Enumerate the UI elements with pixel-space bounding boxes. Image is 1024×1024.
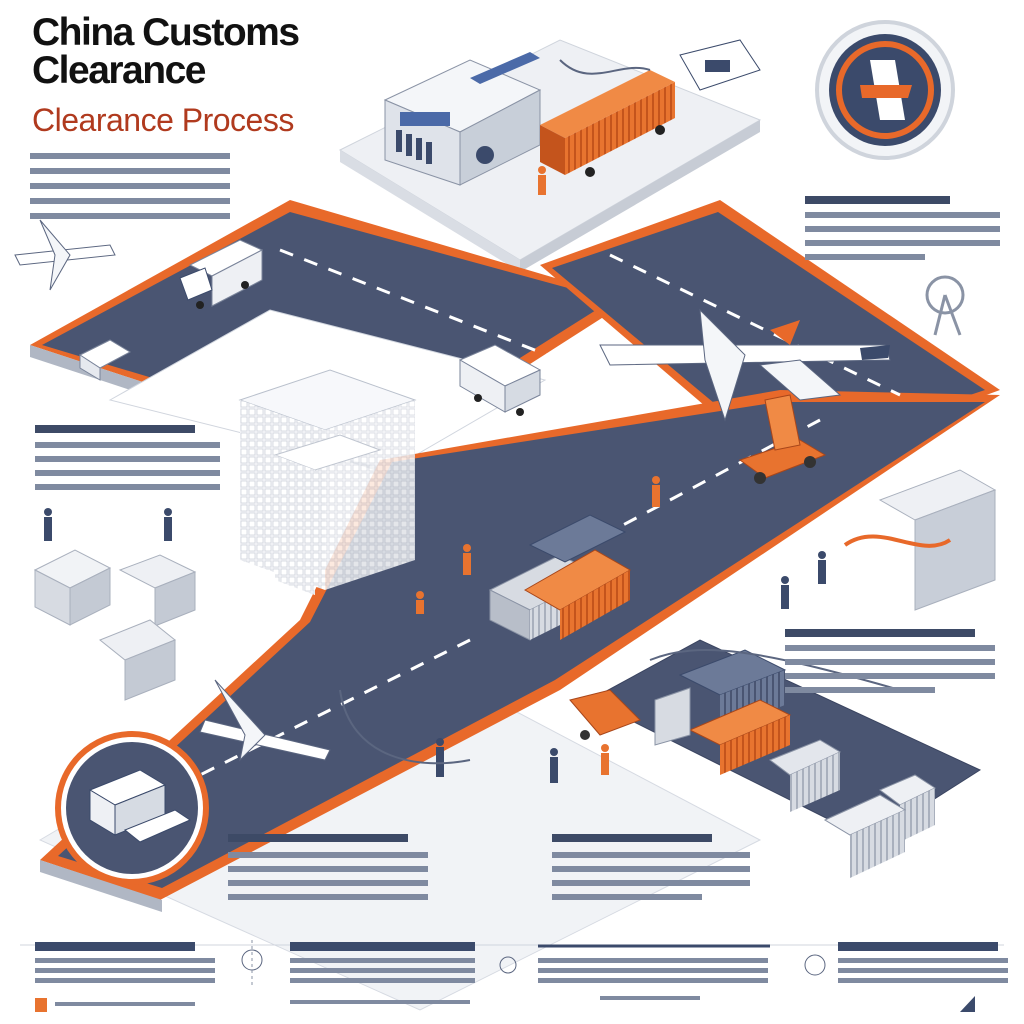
page-title: China Customs Clearance (32, 11, 300, 92)
chevron-right-icon (499, 956, 517, 974)
container-icon (540, 39, 761, 177)
chevron-right-icon (241, 940, 263, 985)
title-line-1: China Customs (32, 11, 300, 54)
warehouse-icon (238, 369, 417, 595)
factory-icon (843, 469, 997, 611)
airplane-icon (14, 219, 116, 291)
process-step-1 (35, 942, 215, 1012)
truck-icon (78, 339, 132, 381)
customs-building-icon (383, 52, 542, 186)
radar-icon (925, 275, 965, 336)
illegible-text-blocks (30, 153, 1000, 900)
chevron-right-icon (804, 954, 826, 976)
truck-icon (179, 239, 264, 309)
process-step-3 (538, 944, 770, 1000)
page-subtitle: Clearance Process (32, 102, 294, 138)
worker-icon (44, 166, 826, 783)
warehouse-icon (33, 549, 197, 701)
airplane-icon (599, 308, 891, 422)
airplane-icon (199, 679, 331, 762)
truck-icon (55, 731, 209, 885)
process-step-2 (290, 942, 475, 1004)
title-line-2: Clearance (32, 49, 206, 92)
forklift-icon (738, 394, 827, 484)
forklift-icon (569, 689, 641, 740)
truck-icon (458, 344, 542, 416)
container-icon (488, 514, 632, 641)
process-steps-strip (20, 940, 1008, 1012)
process-step-4 (838, 942, 1008, 1012)
container-icon (654, 649, 937, 878)
compass-badge-icon (815, 20, 955, 160)
